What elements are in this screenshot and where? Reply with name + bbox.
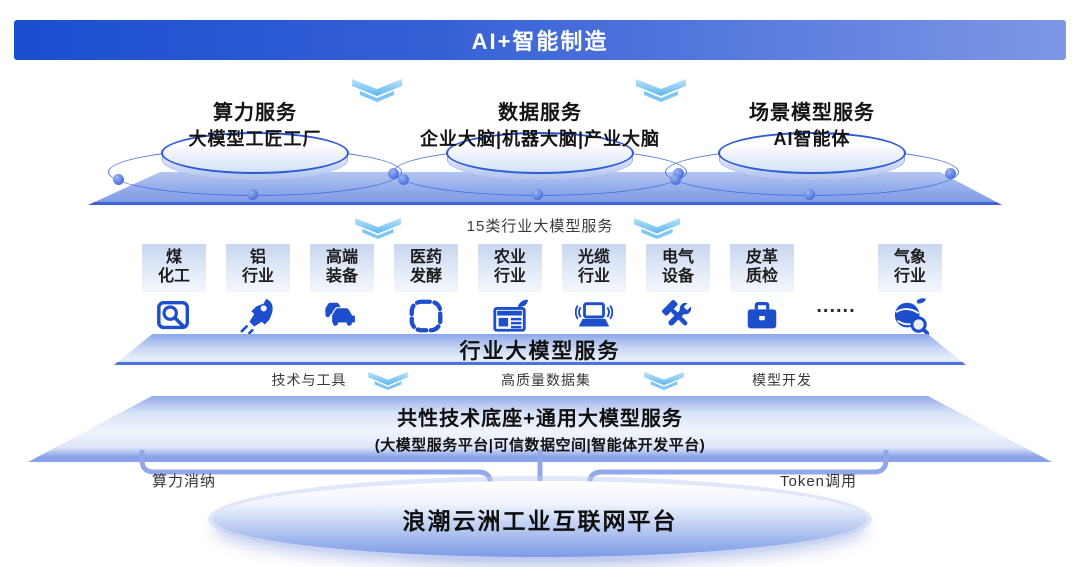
service-title: 数据服务 — [498, 102, 582, 124]
flow-label-token: Token调用 — [780, 473, 858, 490]
label-model-dev: 模型开发 — [752, 372, 812, 388]
service-scene-model: 场景模型服务 AI智能体 — [662, 96, 962, 206]
newspaper-leaf-icon — [491, 297, 529, 335]
chevron-down-icon — [634, 217, 680, 239]
briefcase-icon — [743, 297, 781, 335]
service-compute: 算力服务 大模型工匠工厂 — [105, 96, 405, 206]
pedestal-top — [161, 132, 349, 174]
industry-label: 装备 — [325, 268, 358, 285]
bottom-platform-title: 浪潮云洲工业互联网平台 — [402, 508, 678, 534]
industry-label: 发酵 — [409, 268, 442, 285]
service-title: 算力服务 — [213, 102, 297, 124]
orbit-dot — [532, 189, 543, 200]
industry-label: 质检 — [745, 268, 778, 285]
orbit-dot — [247, 189, 258, 200]
flow-label-compute: 算力消纳 — [152, 473, 217, 490]
pedestal-top — [718, 132, 906, 174]
chevron-down-icon — [355, 217, 401, 239]
industry-label: 光缆 — [577, 249, 610, 267]
industry-card-agriculture: 农业行业 — [478, 244, 542, 335]
service-data: 数据服务 企业大脑|机器大脑|产业大脑 — [390, 96, 690, 206]
orbit-dot — [670, 174, 681, 185]
industry-card-high-end-equipment: 高端装备 — [310, 244, 374, 335]
service-subtitle: AI智能体 — [773, 129, 851, 149]
service-title: 场景模型服务 — [749, 102, 875, 124]
industry-services-header: 15类行业大模型服务 — [466, 218, 614, 235]
orbit-dot — [398, 174, 409, 185]
industry-card-electrical-equipment: 电气设备 — [646, 244, 710, 335]
orbit-dot — [673, 168, 684, 179]
industry-label: 农业 — [493, 249, 526, 267]
common-base-title: 共性技术底座+通用大模型服务 — [397, 408, 683, 430]
label-tech-tools: 技术与工具 — [271, 372, 347, 388]
industry-card-row: 煤化工 铝行业 高端装备 医药发酵 农业行业 — [142, 244, 942, 335]
cars-icon — [323, 297, 361, 335]
common-base-subtitle: (大模型服务平台|可信数据空间|智能体开发平台) — [374, 437, 706, 454]
bottom-platform-ellipse: 浪潮云洲工业互联网平台 — [213, 481, 867, 557]
industry-label: 设备 — [661, 268, 694, 285]
dashed-dish-icon — [407, 297, 445, 335]
industry-label: 行业 — [493, 268, 526, 285]
industry-card-pharma-fermentation: 医药发酵 — [394, 244, 458, 335]
industry-card-coal-chemical: 煤化工 — [142, 244, 206, 335]
orbit-dot — [388, 168, 399, 179]
ellipsis-label: ...... — [816, 295, 856, 317]
slab-edge — [88, 201, 1002, 205]
crossed-tools-icon — [659, 297, 697, 335]
chevron-down-icon — [368, 371, 408, 390]
industry-banner-title: 行业大模型服务 — [459, 339, 621, 363]
chevron-down-icon — [636, 79, 686, 102]
rocket-icon — [239, 297, 277, 335]
globe-search-icon — [891, 297, 929, 335]
banner-edge — [114, 361, 966, 365]
orbit-dot — [945, 168, 956, 179]
industry-label: 电气 — [661, 249, 694, 267]
pedestal-top — [446, 132, 634, 174]
common-base-platform: 共性技术底座+通用大模型服务 (大模型服务平台|可信数据空间|智能体开发平台) — [28, 396, 1052, 462]
chevron-down-icon — [352, 79, 402, 102]
orbit-dot — [113, 174, 124, 185]
industry-label: 煤 — [165, 249, 182, 267]
main-title: AI+智能制造 — [471, 29, 609, 54]
industry-label: 行业 — [577, 268, 610, 285]
industry-card-optical-cable: 光缆行业 — [562, 244, 626, 335]
chevron-down-icon — [644, 371, 684, 390]
industry-label: 医药 — [409, 249, 442, 267]
label-quality-dataset: 高质量数据集 — [501, 372, 591, 388]
service-subtitle: 企业大脑|机器大脑|产业大脑 — [419, 129, 661, 149]
industry-card-meteorology: 气象行业 — [878, 244, 942, 335]
industry-label: 气象 — [893, 249, 926, 267]
industry-label: 行业 — [241, 268, 274, 285]
monitor-search-icon — [155, 297, 193, 335]
orbit-dot — [804, 189, 815, 200]
industry-banner: 行业大模型服务 — [114, 334, 966, 365]
industry-card-leather-qc: 皮革质检 — [730, 244, 794, 335]
service-subtitle: 大模型工匠工厂 — [188, 129, 322, 149]
industry-label: 皮革 — [745, 249, 778, 267]
industry-label: 化工 — [157, 268, 190, 285]
industry-label: 高端 — [325, 249, 358, 267]
industry-label: 行业 — [893, 268, 926, 285]
industry-card-aluminum: 铝行业 — [226, 244, 290, 335]
laptop-signal-icon — [575, 297, 613, 335]
main-title-banner: AI+智能制造 — [14, 20, 1066, 60]
industry-label: 铝 — [249, 249, 266, 267]
